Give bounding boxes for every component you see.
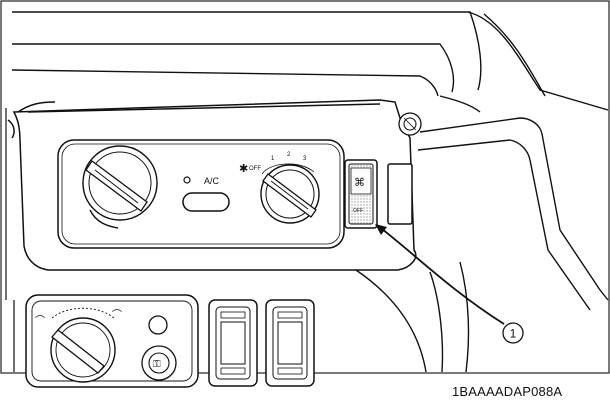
figure-reference-code: 1BAAAADAP088A — [452, 384, 563, 399]
defroster-switch[interactable]: ⌘ OFF — [344, 159, 378, 229]
mounting-bolt — [398, 112, 422, 136]
wiper-key-panel: ⌒ ⌒ ⚿ — [25, 294, 199, 388]
dashboard-top-curves — [11, 11, 609, 113]
washer-icon: ⌒ — [112, 309, 122, 321]
ac-indicator-light — [183, 176, 191, 184]
fan-speed-2: 2 — [287, 152, 291, 158]
ac-label: A/C — [204, 176, 220, 186]
callout-number: 1 — [510, 327, 517, 341]
key-icon: ⚿ — [153, 359, 161, 370]
callout-arrow — [375, 224, 505, 325]
lower-rocker-switch-right — [265, 299, 315, 387]
switch-off-label: OFF — [353, 208, 363, 214]
indicator-lamp — [148, 315, 168, 335]
fan-icon: ✱ — [239, 163, 248, 175]
fan-speed-3: 3 — [303, 156, 307, 162]
lower-rocker-switch-left — [208, 299, 258, 387]
ac-button[interactable] — [182, 192, 230, 212]
blank-switch-cover — [387, 163, 413, 225]
left-edge-lines — [5, 108, 15, 372]
fan-speed-1: 1 — [271, 156, 275, 162]
wiper-icon: ⌒ — [35, 315, 45, 327]
fan-off-label: OFF — [249, 166, 261, 172]
right-pillar — [355, 117, 609, 373]
fan-speed-knob: ✱ OFF 1 2 3 — [239, 152, 320, 224]
panel-housing — [7, 99, 417, 271]
temperature-knob — [82, 145, 158, 229]
callout-circle — [502, 322, 524, 344]
control-bezel — [57, 139, 345, 249]
defrost-icon: ⌘ — [354, 177, 365, 189]
